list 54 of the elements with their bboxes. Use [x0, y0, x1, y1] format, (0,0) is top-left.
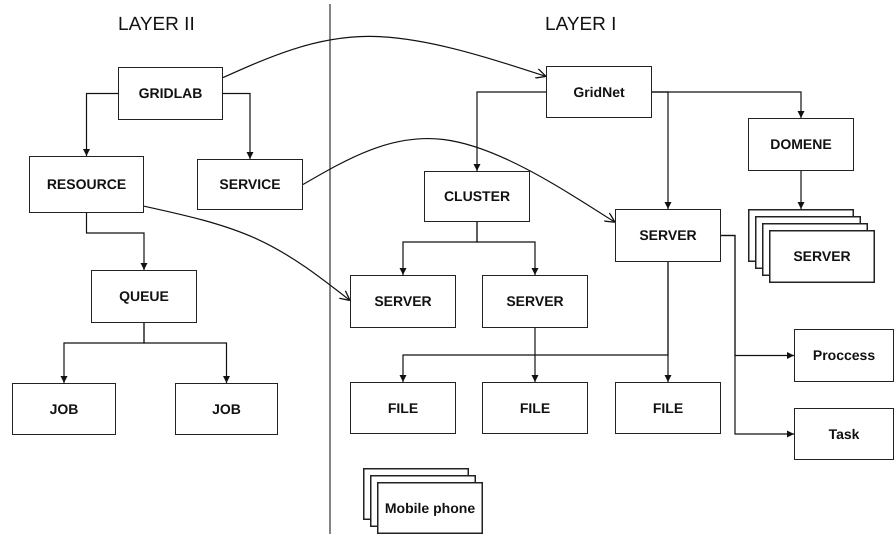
node-label: SERVER: [792, 247, 852, 266]
layer-heading: LAYER I: [545, 14, 616, 36]
node-label: Task: [828, 426, 860, 442]
process-box: [350, 275, 456, 328]
node-label: Proccess: [812, 347, 876, 364]
arrow: [83, 92, 118, 156]
process-box: [12, 383, 116, 435]
process-box: [91, 270, 197, 323]
arrow: [474, 91, 546, 171]
arrow: [721, 234, 794, 438]
process-box: [748, 118, 854, 171]
arrow: [476, 222, 538, 275]
process-box: [424, 171, 530, 222]
process-box: [29, 156, 144, 213]
arrow: [223, 92, 254, 159]
process-box: [546, 66, 652, 118]
arrow: [532, 328, 538, 382]
process-box: [197, 159, 303, 210]
process-box: [794, 329, 894, 382]
process-box: [118, 67, 223, 120]
curved-arrow: [144, 206, 351, 302]
node-label: JOB: [212, 400, 241, 418]
process-box: [615, 209, 721, 262]
node-label: FILE: [520, 400, 550, 416]
node-label: SERVER: [506, 293, 564, 310]
stacked-boxes: [363, 468, 483, 534]
layer-heading: LAYER II: [118, 14, 195, 36]
arrow: [652, 91, 804, 118]
process-box: [482, 382, 588, 434]
arrow: [400, 262, 669, 382]
stacked-boxes: [748, 209, 875, 283]
node-label: FILE: [388, 400, 418, 416]
node-label: RESOURCE: [46, 176, 126, 193]
node-label: Mobile phone: [384, 498, 476, 518]
node-label: QUEUE: [119, 288, 169, 305]
arrow: [143, 323, 230, 383]
node-label: JOB: [50, 400, 78, 418]
process-box: [794, 408, 894, 460]
process-box: [615, 382, 721, 434]
node-label: CLUSTER: [444, 188, 510, 205]
node-label: DOMENE: [770, 136, 832, 153]
node-label: SERVICE: [219, 176, 281, 193]
node-label: GRIDLAB: [138, 85, 202, 102]
node-label: SERVER: [374, 293, 432, 310]
process-box: [175, 383, 278, 435]
node-label: FILE: [652, 400, 684, 416]
curved-arrow: [222, 36, 547, 79]
curved-arrow: [302, 138, 616, 223]
node-label: GridNet: [573, 84, 625, 100]
process-box: [350, 382, 456, 434]
process-box: [482, 275, 588, 328]
arrow: [86, 213, 148, 270]
arrow: [798, 171, 804, 209]
node-label: SERVER: [639, 227, 697, 244]
